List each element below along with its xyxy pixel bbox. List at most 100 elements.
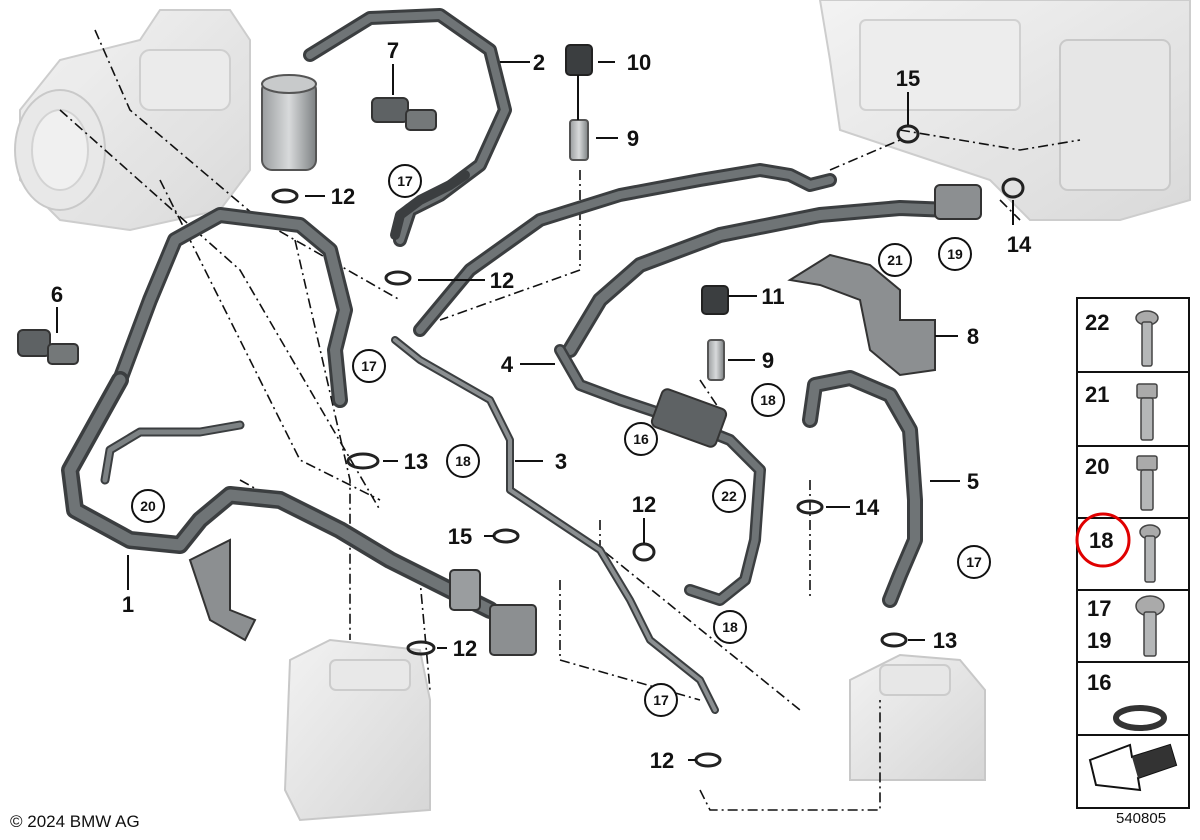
callout-7: 7 [387, 38, 399, 63]
bracket-lower-left [188, 538, 257, 642]
block-fitting [449, 569, 537, 656]
legend-panel: 22 21 20 18 17 19 16 [1075, 297, 1190, 809]
legend-item-22: 22 [1085, 310, 1159, 367]
cap-10 [565, 44, 593, 161]
hose-assemblies [61, 8, 958, 714]
callout-18-b: 18 [446, 444, 480, 478]
callout-11: 11 [761, 284, 784, 309]
callout-22: 22 [712, 479, 746, 513]
seal-ring-14-b [1001, 177, 1025, 199]
callout-13-a: 13 [404, 449, 428, 474]
svg-text:18: 18 [722, 619, 738, 635]
ghost-reservoir-left [283, 638, 431, 822]
callout-9-b: 9 [762, 348, 774, 373]
callout-12-c: 12 [632, 492, 656, 517]
callout-13-b: 13 [933, 628, 957, 653]
svg-text:21: 21 [887, 252, 903, 268]
seal-ring-14-a [796, 499, 824, 515]
cap-11 [701, 285, 729, 381]
legend-item-21: 21 [1085, 382, 1158, 441]
callout-5: 5 [967, 469, 979, 494]
highlight-ring [1075, 512, 1131, 568]
screw-18-icon [1139, 524, 1161, 583]
callout-17-b: 17 [352, 349, 386, 383]
callout-15-a: 15 [896, 66, 920, 91]
seal-ring-12-e [694, 752, 722, 768]
callout-19: 19 [938, 237, 972, 271]
screw-17-icon [1135, 595, 1165, 657]
svg-text:16: 16 [1087, 670, 1111, 695]
circled-callouts: 17 17 17 17 18 18 18 19 16 22 20 21 [131, 164, 991, 717]
callout-leaders [56, 61, 1014, 761]
callout-12-d: 12 [453, 636, 477, 661]
svg-text:18: 18 [760, 392, 776, 408]
legend-item-16: 16 [1087, 670, 1167, 731]
callout-10: 10 [627, 50, 651, 75]
diagram-number: 540805 [1116, 810, 1167, 827]
ghost-reservoir-right [849, 653, 986, 781]
callout-6: 6 [51, 282, 63, 307]
svg-text:16: 16 [633, 431, 649, 447]
callout-3: 3 [555, 449, 567, 474]
callout-15-b: 15 [448, 524, 472, 549]
seal-ring-15-a [492, 528, 520, 544]
svg-text:21: 21 [1085, 382, 1109, 407]
pressure-sensor-7 [371, 97, 437, 131]
svg-text:22: 22 [1085, 310, 1109, 335]
svg-text:19: 19 [947, 246, 963, 262]
svg-text:18: 18 [455, 453, 471, 469]
callout-18-c: 18 [713, 610, 747, 644]
seal-ring-16-icon [1113, 705, 1167, 731]
svg-text:17: 17 [397, 173, 413, 189]
svg-text:17: 17 [966, 554, 982, 570]
callout-14-b: 14 [1007, 232, 1032, 257]
screw-22-icon [1135, 310, 1159, 367]
pressure-sensor-6 [17, 329, 79, 365]
callout-17-d: 17 [644, 683, 678, 717]
callout-14-a: 14 [855, 495, 880, 520]
components [17, 44, 982, 656]
svg-text:18: 18 [1089, 528, 1113, 553]
svg-text:20: 20 [1085, 454, 1109, 479]
callout-labels: 1 2 3 4 5 6 7 8 9 9 10 11 12 12 12 12 12… [51, 38, 1032, 773]
legend-item-17-19: 17 19 [1087, 595, 1165, 657]
callout-21: 21 [878, 243, 912, 277]
seal-ring-12-d [406, 640, 436, 656]
callout-12-b: 12 [490, 268, 514, 293]
svg-text:17: 17 [361, 358, 377, 374]
callout-17-a: 17 [388, 164, 422, 198]
svg-text:19: 19 [1087, 628, 1111, 653]
callout-12-a: 12 [331, 184, 355, 209]
seal-ring-13-a [346, 452, 380, 470]
callout-17-c: 17 [957, 545, 991, 579]
svg-text:17: 17 [653, 692, 669, 708]
callout-18-a: 18 [751, 383, 785, 417]
ghost-hvac-unit [818, 0, 1191, 221]
bolt-21-icon [1136, 383, 1158, 441]
callout-4: 4 [501, 352, 514, 377]
direction-arrow-icon [1088, 743, 1178, 792]
seal-ring-15-b [896, 124, 920, 144]
callout-20: 20 [131, 489, 165, 523]
bolt-20-icon [1136, 455, 1158, 511]
copyright-notice: © 2024 BMW AG [10, 812, 140, 831]
ghost-compressor [14, 9, 251, 232]
callout-1: 1 [122, 592, 134, 617]
seal-rings [271, 124, 1025, 768]
callout-12-e: 12 [650, 748, 674, 773]
callout-2: 2 [533, 50, 545, 75]
legend-item-18: 18 [1075, 512, 1161, 583]
seal-ring-12-c [632, 542, 656, 562]
legend-item-20: 20 [1085, 454, 1158, 511]
seal-ring-12-b [384, 270, 412, 286]
seal-ring-12-a [271, 188, 299, 204]
svg-text:20: 20 [140, 498, 156, 514]
seal-ring-13-b [880, 632, 908, 648]
callout-9-a: 9 [627, 126, 639, 151]
svg-text:17: 17 [1087, 596, 1111, 621]
bracket-8 [787, 253, 936, 377]
svg-text:22: 22 [721, 488, 737, 504]
hvac-flange [934, 184, 982, 220]
callout-16: 16 [624, 422, 658, 456]
